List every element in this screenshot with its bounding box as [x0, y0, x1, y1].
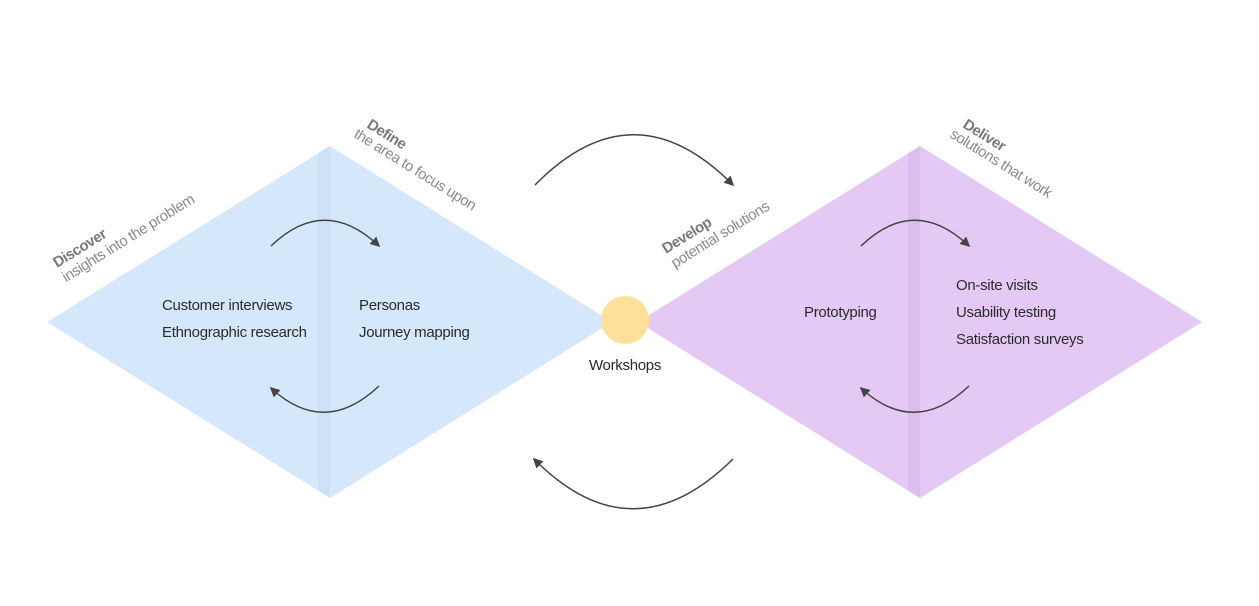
bottom-cycle-arrow	[532, 457, 734, 510]
list-item: Prototyping	[804, 304, 877, 321]
list-item: On-site visits	[956, 277, 1038, 294]
discover-items: Customer interviews Ethnographic researc…	[162, 297, 307, 341]
left-bottom-arrow	[269, 385, 380, 413]
workshops-label: Workshops	[589, 357, 661, 374]
define-items: Personas Journey mapping	[359, 297, 470, 341]
define-half	[330, 146, 612, 498]
develop-items: Prototyping	[804, 304, 877, 321]
workshops-circle	[601, 296, 649, 344]
list-item: Journey mapping	[359, 324, 470, 341]
top-cycle-arrow	[534, 134, 735, 187]
deliver-half	[920, 146, 1202, 498]
discover-half	[47, 146, 330, 498]
left-top-arrow	[270, 219, 381, 248]
left-diamond-fold-shade	[318, 146, 330, 498]
right-diamond	[638, 146, 1202, 498]
right-top-arrow	[860, 219, 971, 248]
right-bottom-arrow	[859, 385, 970, 413]
list-item: Ethnographic research	[162, 324, 307, 341]
deliver-items: On-site visits Usability testing Satisfa…	[956, 277, 1084, 348]
list-item: Satisfaction surveys	[956, 331, 1083, 348]
develop-half	[638, 146, 920, 498]
right-diamond-fold-shade	[908, 146, 920, 498]
list-item: Usability testing	[956, 304, 1056, 321]
list-item: Personas	[359, 297, 420, 314]
list-item: Customer interviews	[162, 297, 292, 314]
left-diamond	[47, 146, 612, 498]
